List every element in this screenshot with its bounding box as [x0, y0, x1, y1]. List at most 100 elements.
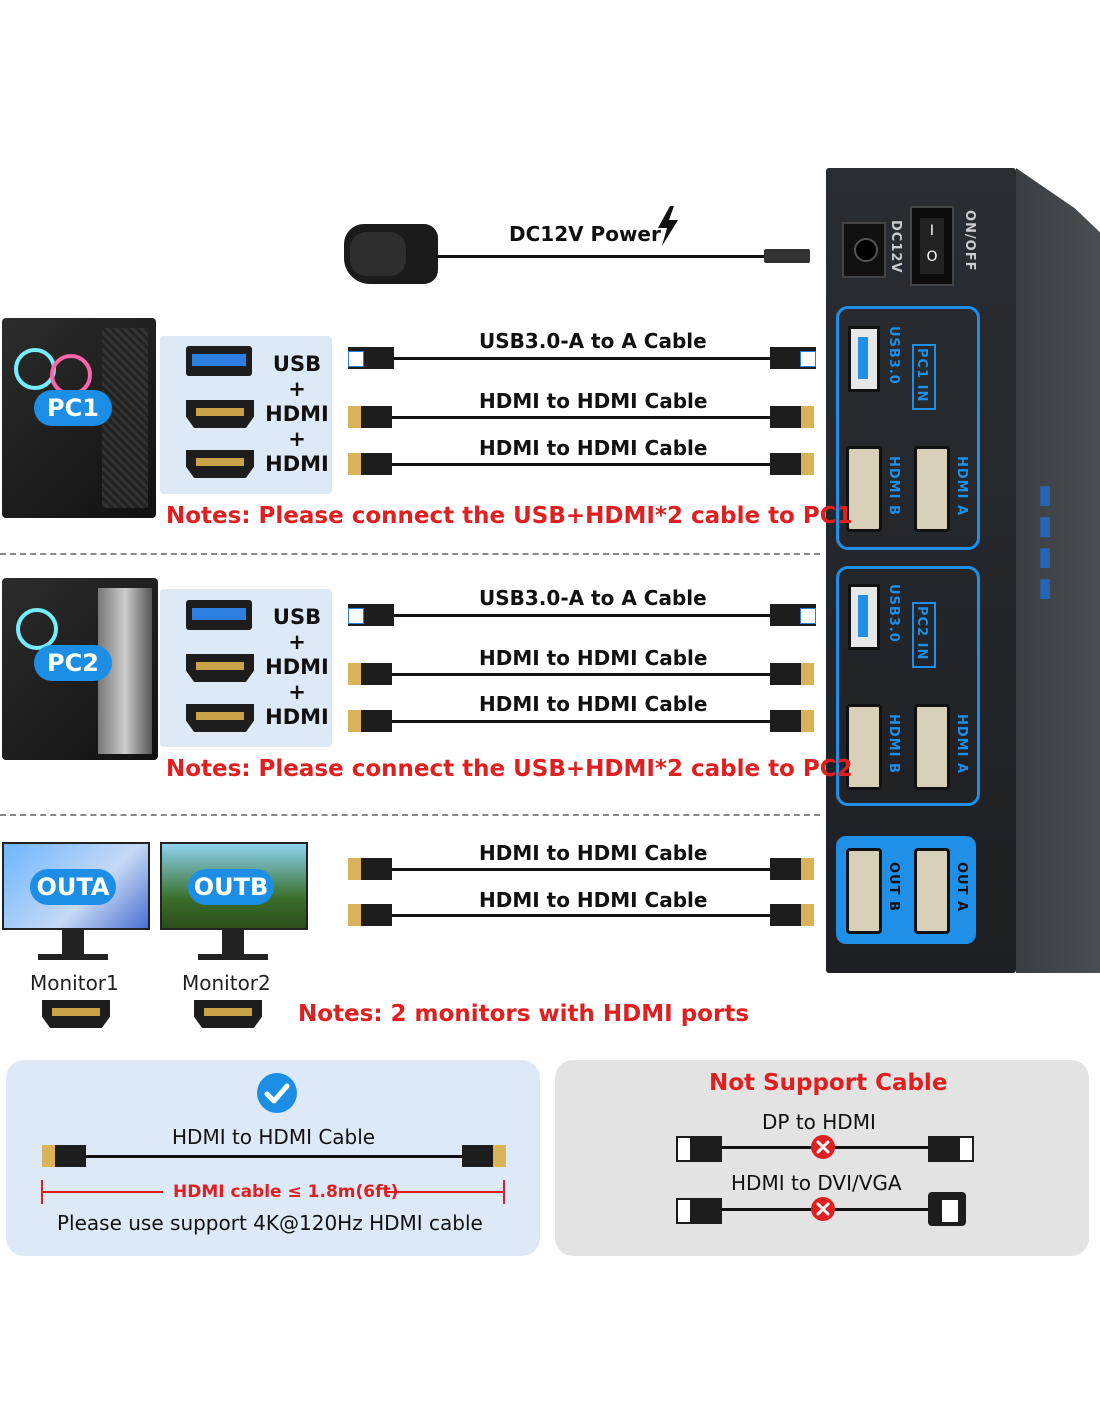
divider-2: [0, 814, 820, 816]
divider-1: [0, 553, 820, 555]
x-mark-icon: [810, 1196, 836, 1222]
x-mark-icon: [810, 1134, 836, 1160]
pc1-usb-cable: [392, 357, 772, 360]
onoff-label: ON/OFF: [962, 210, 977, 272]
pc1-note: Notes: Please connect the USB+HDMI*2 cab…: [166, 503, 853, 529]
monitor-cable-label-1: HDMI to HDMI Cable: [479, 841, 708, 865]
length-line-right: [384, 1191, 503, 1193]
hdmi-plug-left-icon: [348, 663, 392, 685]
pc2-hdmi-cable-2: [392, 720, 772, 723]
kvm-outa-port[interactable]: [914, 848, 950, 934]
hdmi-plug-right-icon: [770, 858, 814, 880]
kvm-pc2-hdmib-label: HDMI B: [886, 714, 901, 774]
power-label: DC12V Power: [509, 222, 661, 246]
power-wire: [436, 255, 766, 258]
kvm-outb-port[interactable]: [846, 848, 882, 934]
monitor2-base: [198, 954, 268, 960]
monitor1-hdmi-icon: [42, 1000, 110, 1028]
monitor2-name: Monitor2: [182, 971, 271, 995]
pc2-cable-label-1: USB3.0-A to A Cable: [479, 586, 707, 610]
kvm-pc1-hdmib-port[interactable]: [846, 446, 882, 532]
kvm-pc1-usb-label: USB3.0: [886, 326, 901, 385]
kvm-pc2-in-label: PC2 IN: [914, 606, 929, 661]
pc2-cable-label-2: HDMI to HDMI Cable: [479, 646, 708, 670]
pc1-cable-label-3: HDMI to HDMI Cable: [479, 436, 708, 460]
not-supported-title: Not Support Cable: [709, 1070, 948, 1096]
not-supported-item-1: DP to HDMI: [762, 1110, 876, 1134]
dc-jack: [842, 222, 886, 278]
pc1-port-hdmi-2: HDMI: [265, 452, 329, 476]
pc2-cable-label-3: HDMI to HDMI Cable: [479, 692, 708, 716]
power-adapter-face: [350, 232, 406, 276]
pc2-port-hdmi-2: HDMI: [265, 705, 329, 729]
pc1-hdmi-icon-1: [186, 400, 254, 428]
pc1-cable-label-1: USB3.0-A to A Cable: [479, 329, 707, 353]
monitor-hdmi-cable-1: [392, 868, 772, 871]
hdmi-plug-left-icon: [348, 453, 392, 475]
pc2-port-plus-2: +: [288, 680, 306, 704]
length-line-left: [43, 1191, 163, 1193]
monitor1-badge: OUTA: [30, 869, 116, 905]
supported-cable: [86, 1155, 466, 1158]
hdmi-plug-left-icon: [348, 406, 392, 428]
pc1-hdmi-icon-2: [186, 450, 254, 478]
kvm-pc2-hdmib-port[interactable]: [846, 704, 882, 790]
length-bracket-right: [503, 1180, 505, 1204]
pc2-usb-cable: [392, 614, 772, 617]
hdmi-plug-right-icon: [770, 710, 814, 732]
kvm-pc1-in-label: PC1 IN: [914, 348, 929, 403]
usb-plug-right-icon: [770, 604, 816, 626]
not-supported-item-2: HDMI to DVI/VGA: [731, 1171, 902, 1195]
hdmi-plug-right-icon: [770, 406, 814, 428]
hdmi-plug-right-icon: [462, 1145, 506, 1167]
usb-plug-left-icon: [348, 604, 394, 626]
pc2-usb-icon: [186, 600, 252, 630]
kvm-pc2-group: [836, 566, 980, 806]
monitor2-badge: OUTB: [188, 869, 274, 905]
pc1-hdmi-cable-1: [392, 416, 772, 419]
power-plug: [764, 249, 810, 263]
hdmi-plug-right-icon: [770, 904, 814, 926]
pc2-badge: PC2: [34, 645, 112, 681]
kvm-side-panel: [1016, 168, 1100, 973]
pc2-port-plus-1: +: [288, 630, 306, 654]
dc12v-label: DC12V: [888, 220, 903, 274]
pc2-hdmi-icon-2: [186, 704, 254, 732]
pc1-badge: PC1: [34, 390, 112, 426]
kvm-pc1-group: [836, 306, 980, 550]
dp-plug-icon: [676, 1136, 722, 1162]
hdmi-plug-left-icon: [348, 858, 392, 880]
kvm-pc1-hdmia-port[interactable]: [914, 446, 950, 532]
lightning-icon: [654, 206, 680, 246]
kvm-brand-text: ▮▮▮▮: [1030, 480, 1060, 604]
hdmi-plug-icon: [928, 1136, 974, 1162]
length-label: HDMI cable ≤ 1.8m(6ft): [173, 1182, 399, 1202]
length-bracket-left: [41, 1180, 43, 1204]
pc1-port-plus-1: +: [288, 377, 306, 401]
hdmi-plug-icon: [676, 1198, 722, 1224]
hdmi-plug-left-icon: [348, 904, 392, 926]
monitor2-hdmi-icon: [194, 1000, 262, 1028]
pc2-port-usb: USB: [272, 605, 322, 629]
monitor-cable-label-2: HDMI to HDMI Cable: [479, 888, 708, 912]
hdmi-plug-left-icon: [348, 710, 392, 732]
monitor1-stand: [62, 928, 84, 956]
kvm-outb-label: OUT B: [886, 862, 901, 912]
pc1-port-usb: USB: [272, 352, 322, 376]
kvm-pc2-hdmia-label: HDMI A: [954, 714, 969, 775]
usb-plug-left-icon: [348, 347, 394, 369]
supported-cable-label: HDMI to HDMI Cable: [172, 1125, 376, 1149]
check-icon: [256, 1072, 298, 1114]
pc2-hdmi-cable-1: [392, 673, 772, 676]
kvm-pc1-usb-port[interactable]: [848, 326, 880, 392]
kvm-outa-label: OUT A: [954, 862, 969, 913]
monitor1-name: Monitor1: [30, 971, 119, 995]
supported-hint: Please use support 4K@120Hz HDMI cable: [57, 1211, 483, 1235]
pc2-note: Notes: Please connect the USB+HDMI*2 cab…: [166, 756, 853, 782]
kvm-pc2-usb-port[interactable]: [848, 584, 880, 650]
monitor1-base: [38, 954, 108, 960]
kvm-pc2-in-tag: [912, 602, 936, 668]
vga-plug-icon: [928, 1192, 966, 1226]
kvm-pc2-hdmia-port[interactable]: [914, 704, 950, 790]
